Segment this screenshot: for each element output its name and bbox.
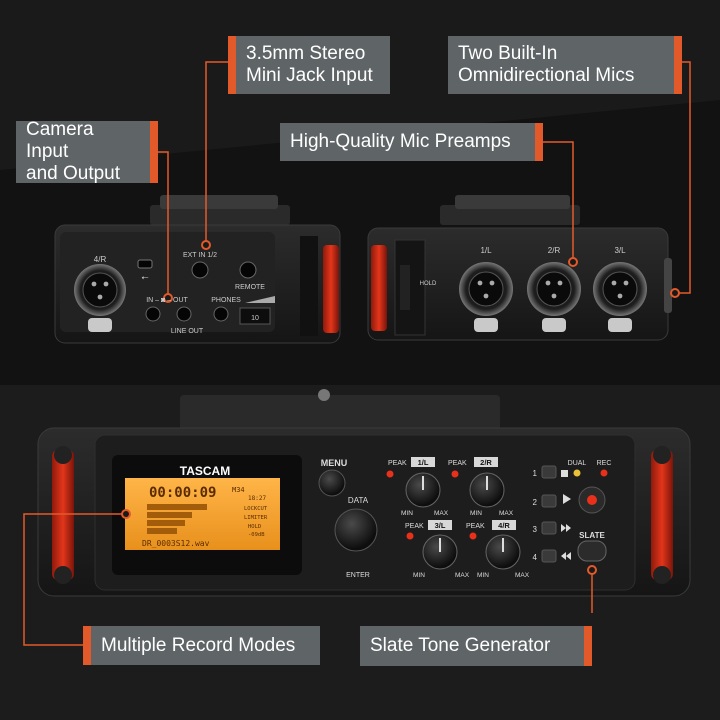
button-2-label: 2 — [533, 498, 538, 507]
ext-in-label: EXT IN 1/2 — [183, 252, 217, 259]
ch2-label: 2/R — [480, 458, 492, 467]
lcd-status-1: LOCKCUT — [244, 506, 268, 512]
callout-mic-preamps: High-Quality Mic Preamps — [280, 123, 543, 161]
front-panel — [37, 389, 691, 597]
leader-lines — [23, 61, 691, 646]
left-ch-label: 4/R — [94, 255, 107, 264]
mode-button-2[interactable] — [541, 494, 557, 508]
usb-icon: ⭠ — [141, 272, 148, 282]
ch1-label: 1/L — [418, 458, 429, 467]
peak-label-3: PEAK — [405, 523, 424, 530]
button-3-label: 3 — [533, 525, 538, 534]
peak-label-4: PEAK — [466, 523, 485, 530]
lcd-remain: 18:27 — [248, 495, 266, 502]
button-1-label: 1 — [533, 469, 538, 478]
max-label-4: MAX — [515, 572, 530, 579]
right-side-panel — [367, 195, 672, 341]
xlr-input-1 — [459, 262, 513, 332]
menu-label: MENU — [321, 458, 348, 468]
previous-icon — [566, 552, 571, 560]
right-ch1-label: 1/L — [480, 246, 492, 255]
mode-button-1[interactable] — [541, 465, 557, 479]
slate-button[interactable] — [577, 540, 607, 562]
next-icon — [561, 524, 566, 532]
min-label-4: MIN — [477, 572, 489, 579]
mode-button-4[interactable] — [541, 549, 557, 563]
ch4-label: 4/R — [498, 521, 510, 530]
phones-label: PHONES — [211, 297, 241, 304]
min-label-2: MIN — [470, 510, 482, 517]
data-label: DATA — [348, 496, 369, 505]
in-out-label: IN – ◙ – OUT — [146, 297, 188, 304]
stop-icon — [561, 470, 568, 477]
max-label-2: MAX — [499, 510, 514, 517]
rec-label: REC — [597, 460, 612, 467]
right-ch3-label: 3/L — [614, 246, 626, 255]
lcd-status-3: HOLD — [248, 524, 261, 530]
xlr-input-3 — [593, 262, 647, 332]
remote-label: REMOTE — [235, 284, 265, 291]
callout-slate-tone: Slate Tone Generator — [360, 626, 592, 666]
callout-record-modes: Multiple Record Modes — [83, 626, 320, 665]
brand-logo: TASCAM — [180, 464, 230, 478]
left-side-panel — [54, 195, 341, 344]
enter-label: ENTER — [346, 572, 370, 579]
min-label-3: MIN — [413, 572, 425, 579]
left-handle — [52, 450, 74, 580]
volume-wheel-value: 10 — [251, 315, 259, 322]
max-label-1: MAX — [434, 510, 449, 517]
lcd-status-2: LIMITER — [244, 515, 268, 521]
menu-button[interactable] — [318, 469, 346, 497]
callout-built-in-mics: Two Built-In Omnidirectional Mics — [448, 36, 682, 94]
callout-camera-io: Camera Input and Output — [16, 119, 158, 184]
hold-label: HOLD — [420, 281, 437, 287]
line-out-label: LINE OUT — [171, 328, 204, 335]
data-dial[interactable] — [334, 508, 378, 552]
min-label-1: MIN — [401, 510, 413, 517]
max-label-3: MAX — [455, 572, 470, 579]
mode-button-3[interactable] — [541, 521, 557, 535]
callout-stereo-jack: 3.5mm Stereo Mini Jack Input — [228, 36, 390, 94]
play-icon — [563, 494, 571, 504]
lcd-filename: DR_0003S12.wav — [142, 539, 210, 548]
peak-label-1: PEAK — [388, 460, 407, 467]
xlr-input-2 — [527, 262, 581, 332]
lcd-mode-tag: M34 — [232, 486, 245, 494]
right-ch2-label: 2/R — [548, 246, 561, 255]
ch3-label: 3/L — [435, 521, 446, 530]
lcd-time: 00:00:09 — [149, 485, 216, 501]
button-4-label: 4 — [533, 553, 538, 562]
dual-label: DUAL — [568, 460, 587, 467]
peak-label-2: PEAK — [448, 460, 467, 467]
right-handle — [651, 450, 673, 580]
slate-label: SLATE — [579, 531, 605, 540]
lcd-status-4: -09dB — [248, 532, 265, 538]
